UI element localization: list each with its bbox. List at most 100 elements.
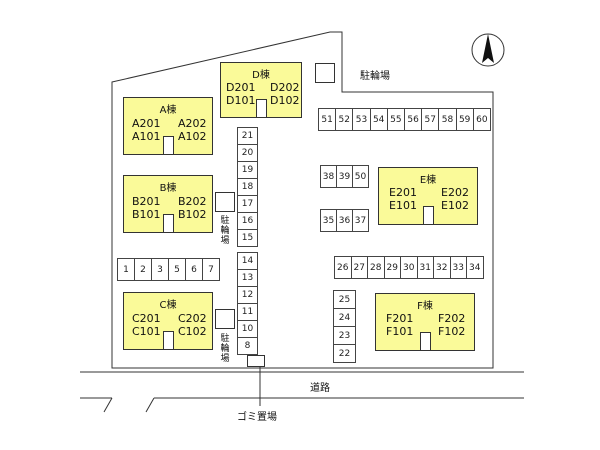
parking-stall: 12 — [237, 286, 258, 304]
parking-stall: 60 — [472, 108, 491, 131]
parking-stall: 15 — [237, 229, 258, 247]
parking-stall: 27 — [350, 256, 368, 279]
unit-c202: C202 — [178, 312, 207, 325]
parking-stall: 56 — [404, 108, 423, 131]
parking-stall: 36 — [336, 209, 353, 232]
unit-b102: B102 — [178, 208, 207, 221]
parking-stall: 23 — [333, 326, 356, 345]
road-edge-lower-left-corner — [103, 397, 113, 413]
building-c: C棟 C201 C202 C101 C102 — [123, 292, 213, 350]
north-arrow-icon — [471, 33, 505, 67]
building-e: E棟 E201 E202 E101 E102 — [378, 167, 478, 225]
entrance-a — [163, 136, 174, 155]
parking-stall: 52 — [335, 108, 354, 131]
bike-parking-mid — [215, 192, 235, 212]
unit-a202: A202 — [178, 117, 207, 130]
building-b: B棟 B201 B202 B101 B102 — [123, 175, 213, 233]
unit-e201: E201 — [389, 186, 417, 199]
entrance-f — [420, 332, 431, 351]
parking-stall: 58 — [438, 108, 457, 131]
unit-e101: E101 — [389, 199, 417, 212]
bike-parking-top — [315, 63, 335, 83]
parking-stall: 39 — [336, 165, 353, 188]
unit-b202: B202 — [178, 195, 207, 208]
parking-stall: 7 — [202, 258, 220, 281]
parking-stall: 24 — [333, 308, 356, 327]
parking-stall: 21 — [237, 127, 258, 145]
lot-outline — [111, 31, 494, 369]
building-e-name: E棟 — [419, 175, 437, 186]
parking-stall: 37 — [352, 209, 369, 232]
building-a-name: A棟 — [159, 105, 177, 116]
parking-stall: 1 — [117, 258, 135, 281]
parking-stall: 22 — [333, 344, 356, 363]
parking-stall: 26 — [334, 256, 352, 279]
unit-e202: E202 — [441, 186, 469, 199]
parking-stall: 5 — [168, 258, 186, 281]
unit-a101: A101 — [132, 130, 161, 143]
bike-parking-mid-label: 駐輪場 — [220, 216, 230, 246]
unit-b201: B201 — [132, 195, 161, 208]
parking-stall: 34 — [466, 256, 484, 279]
parking-stall: 11 — [237, 303, 258, 321]
unit-a102: A102 — [178, 130, 207, 143]
unit-c101: C101 — [132, 325, 161, 338]
parking-stall: 19 — [237, 161, 258, 179]
bike-parking-low-label: 駐輪場 — [220, 334, 230, 364]
building-d-name: D棟 — [252, 70, 270, 81]
unit-f202: F202 — [438, 312, 466, 325]
parking-stall: 59 — [455, 108, 474, 131]
parking-stall: 38 — [320, 165, 337, 188]
road-edge-lower-right-corner — [145, 397, 155, 413]
parking-stall: 33 — [449, 256, 467, 279]
unit-f201: F201 — [386, 312, 414, 325]
road-label: 道路 — [310, 383, 330, 394]
parking-stall: 16 — [237, 212, 258, 230]
garbage-label: ゴミ置場 — [237, 412, 277, 423]
parking-stall: 29 — [383, 256, 401, 279]
parking-stall: 28 — [367, 256, 385, 279]
entrance-e — [423, 206, 434, 225]
parking-stall: 31 — [416, 256, 434, 279]
unit-f102: F102 — [438, 325, 466, 338]
unit-c102: C102 — [178, 325, 207, 338]
parking-stall: 53 — [352, 108, 371, 131]
unit-e102: E102 — [441, 199, 469, 212]
unit-b101: B101 — [132, 208, 161, 221]
parking-stall: 51 — [318, 108, 337, 131]
parking-stall: 3 — [151, 258, 169, 281]
building-a: A棟 A201 A202 A101 A102 — [123, 97, 213, 155]
parking-stall: 57 — [421, 108, 440, 131]
parking-stall: 35 — [320, 209, 337, 232]
building-d: D棟 D201 D202 D101 D102 — [220, 62, 302, 118]
unit-f101: F101 — [386, 325, 414, 338]
building-f-name: F棟 — [417, 301, 433, 312]
building-c-name: C棟 — [159, 300, 177, 311]
unit-d201: D201 — [226, 81, 256, 94]
parking-stall: 20 — [237, 144, 258, 162]
bike-parking-low — [215, 309, 235, 329]
parking-stall: 14 — [237, 252, 258, 270]
entrance-c — [163, 331, 174, 350]
parking-stall: 17 — [237, 195, 258, 213]
building-b-name: B棟 — [159, 183, 177, 194]
unit-d101: D101 — [226, 94, 256, 107]
unit-d202: D202 — [270, 81, 300, 94]
entrance-b — [163, 214, 174, 233]
garbage-area — [247, 355, 265, 367]
parking-stall: 13 — [237, 269, 258, 287]
parking-stall: 55 — [386, 108, 405, 131]
unit-a201: A201 — [132, 117, 161, 130]
parking-stall: 6 — [185, 258, 203, 281]
parking-stall: 10 — [237, 320, 258, 338]
parking-stall: 54 — [369, 108, 388, 131]
parking-stall: 32 — [433, 256, 451, 279]
unit-d102: D102 — [270, 94, 300, 107]
parking-stall: 18 — [237, 178, 258, 196]
parking-stall: 25 — [333, 290, 356, 309]
parking-stall: 2 — [134, 258, 152, 281]
entrance-d — [256, 99, 267, 118]
parking-stall: 50 — [352, 165, 369, 188]
